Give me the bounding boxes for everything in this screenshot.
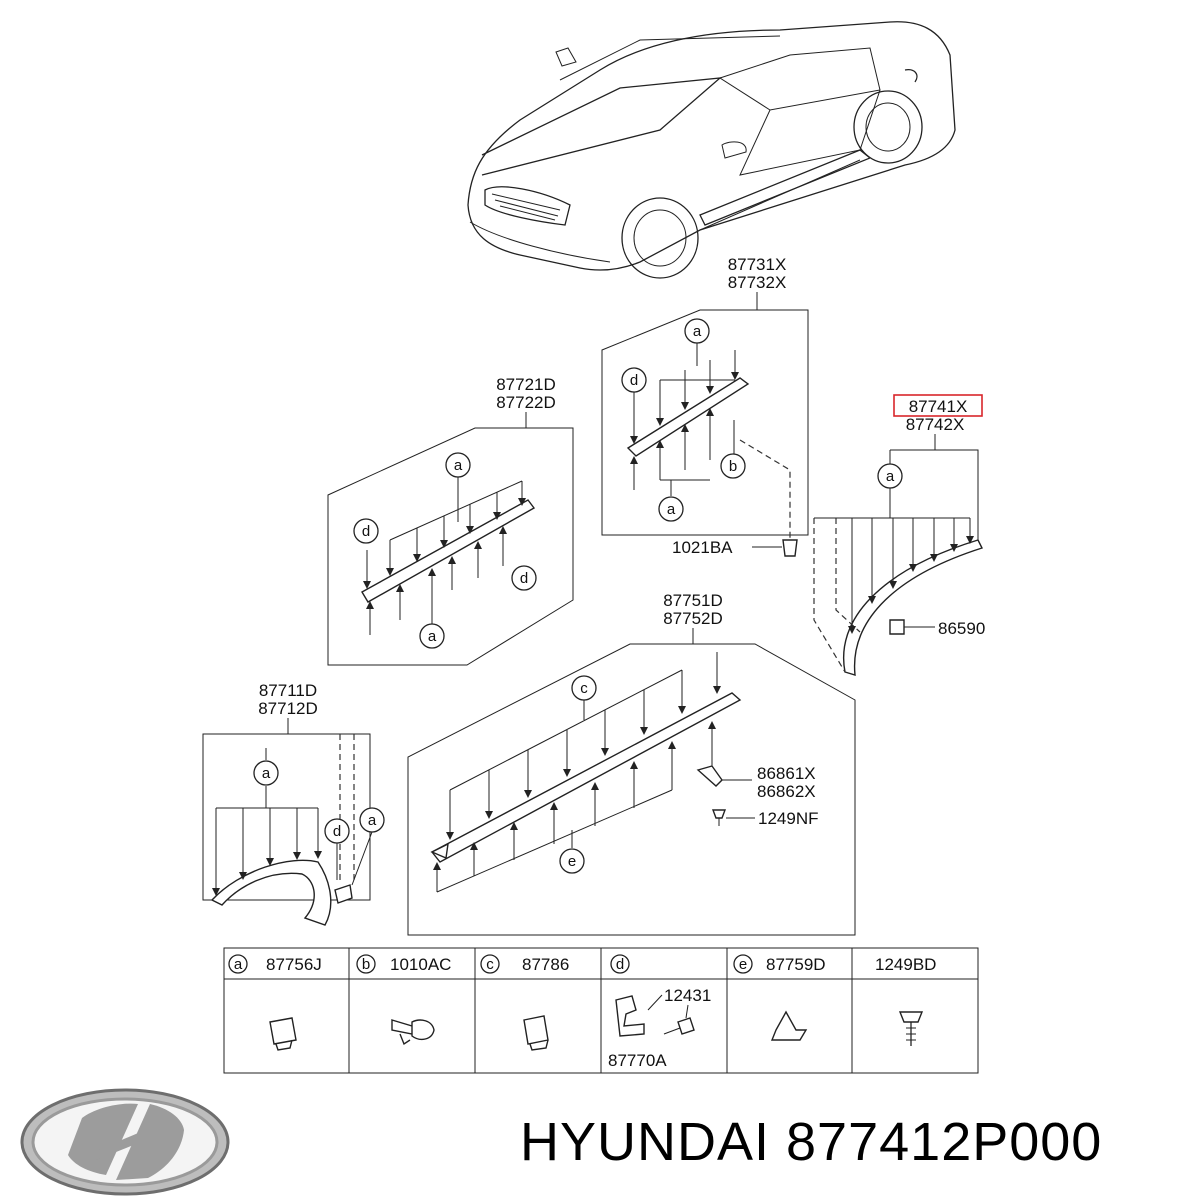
legend-letter-e: e bbox=[739, 956, 747, 973]
callout-a: a bbox=[262, 765, 271, 782]
screw-1249BD-drawing bbox=[898, 1011, 924, 1023]
legend-letter-a: a bbox=[234, 956, 243, 973]
callout-d: d bbox=[362, 523, 370, 540]
group-rear-door-molding: 87721D 87722D a d d a bbox=[327, 375, 574, 666]
screw-d-drawing bbox=[677, 1017, 695, 1035]
part-number-1249NF: 1249NF bbox=[758, 809, 818, 828]
callout-d: d bbox=[630, 372, 638, 389]
part-number-87742X: 87742X bbox=[906, 415, 965, 434]
callout-a: a bbox=[428, 628, 437, 645]
part-number-87741X: 87741X bbox=[909, 397, 968, 416]
callout-e: e bbox=[568, 853, 576, 870]
callout-a: a bbox=[693, 323, 702, 340]
legend-part-a: 87756J bbox=[266, 955, 322, 974]
legend-letter-d: d bbox=[616, 956, 624, 973]
callout-a: a bbox=[368, 812, 377, 829]
part-number-86861X: 86861X bbox=[757, 764, 816, 783]
group-rear-wheel-arch-molding: 87741X 87742X a 86590 bbox=[813, 394, 985, 676]
legend-letter-b: b bbox=[362, 956, 370, 973]
part-number-87711D: 87711D bbox=[259, 681, 317, 700]
part-number-87732X: 87732X bbox=[728, 273, 787, 292]
callout-c: c bbox=[580, 680, 588, 697]
clip-b-drawing bbox=[391, 1019, 435, 1046]
clip-e-drawing bbox=[770, 1010, 808, 1041]
brand-part-caption: HYUNDAI 877412P000 bbox=[520, 1112, 1102, 1172]
callout-b: b bbox=[729, 458, 737, 475]
callout-a: a bbox=[886, 468, 895, 485]
part-number-87752D: 87752D bbox=[663, 609, 723, 628]
part-number-87751D: 87751D bbox=[663, 591, 723, 610]
fastener-legend-table: a 87756J b 1010AC c 87786 d e 87759D 124… bbox=[223, 947, 979, 1074]
callout-d: d bbox=[333, 823, 341, 840]
clip-d-drawing bbox=[615, 995, 645, 1037]
legend-part-c: 87786 bbox=[522, 955, 569, 974]
part-number-87722D: 87722D bbox=[496, 393, 556, 412]
highlight-box bbox=[893, 394, 983, 417]
callout-d: d bbox=[520, 570, 528, 587]
part-number-87712D: 87712D bbox=[258, 699, 318, 718]
group-front-wheel-arch-molding: 87711D 87712D a d a bbox=[202, 681, 385, 926]
part-number-86862X: 86862X bbox=[757, 782, 816, 801]
legend-part-b: 1010AC bbox=[390, 955, 451, 974]
legend-part-screw: 1249BD bbox=[875, 955, 936, 974]
part-number-87721D: 87721D bbox=[496, 375, 556, 394]
part-number-86590: 86590 bbox=[938, 619, 985, 638]
vehicle-illustration bbox=[467, 21, 956, 279]
legend-letter-c: c bbox=[486, 956, 494, 973]
legend-part-d-screw: 12431 bbox=[664, 986, 711, 1005]
group-front-door-molding: 87731X 87732X a d b a 1021BA bbox=[601, 255, 809, 557]
part-number-87731X: 87731X bbox=[728, 255, 787, 274]
hyundai-logo bbox=[20, 1088, 230, 1196]
callout-a: a bbox=[667, 501, 676, 518]
callout-a: a bbox=[454, 457, 463, 474]
legend-part-e: 87759D bbox=[766, 955, 826, 974]
group-side-sill-molding: 87751D 87752D c bbox=[407, 591, 856, 936]
legend-part-d-clip: 87770A bbox=[608, 1051, 667, 1070]
clip-c-drawing bbox=[523, 1015, 549, 1051]
part-number-1021BA: 1021BA bbox=[672, 538, 733, 557]
clip-a-drawing bbox=[269, 1017, 297, 1051]
